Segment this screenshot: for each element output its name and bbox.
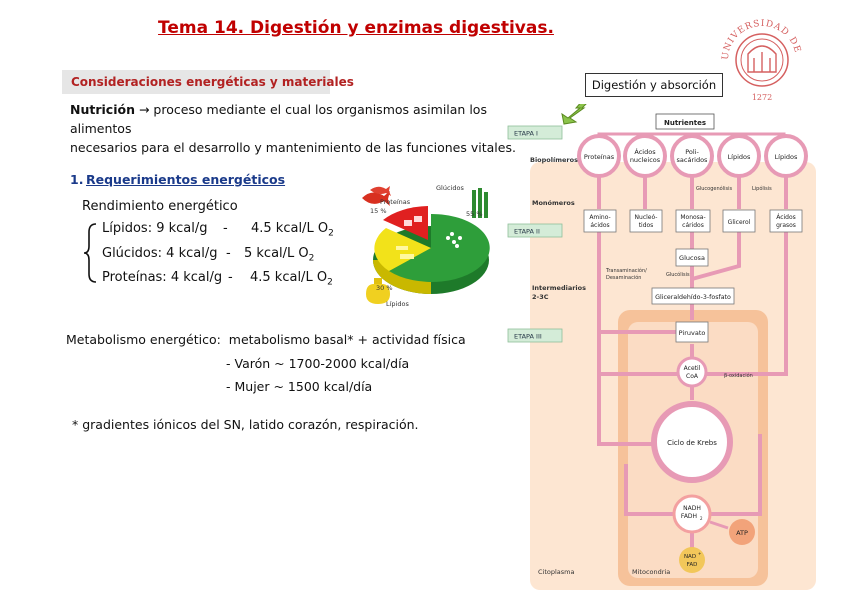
energy-row-sub: 2 xyxy=(327,278,333,288)
etapa-ii-tag: ETAPA II xyxy=(508,224,562,237)
circle-sacaridos: sacáridos xyxy=(677,156,709,164)
label-intermediarios: Intermediarios xyxy=(532,284,586,292)
box-caridos: cáridos xyxy=(682,222,704,229)
glucosa-label: Glucosa xyxy=(679,254,705,262)
box-glicerol: Glicerol xyxy=(728,219,751,226)
krebs-label: Ciclo de Krebs xyxy=(667,439,717,447)
circle-acidos: Ácidos xyxy=(634,147,656,156)
gliceraldehido-label: Gliceraldehído-3-fosfato xyxy=(655,293,731,301)
label-lipolisis: Lipólisis xyxy=(752,185,772,192)
circle-lipidos-2: Lípidos xyxy=(775,153,798,161)
nad-label: NAD xyxy=(684,554,696,560)
etapa-i-tag: ETAPA I xyxy=(508,126,562,139)
rendimiento-label: Rendimiento energético xyxy=(82,199,238,214)
nutrientes-label: Nutrientes xyxy=(664,119,706,127)
acetil-label: Acetil xyxy=(684,365,701,372)
circle-lipidos-1: Lípidos xyxy=(728,153,751,161)
energy-row-value: 5 kcal/L O xyxy=(244,246,309,261)
box-amino: Amino- xyxy=(589,214,610,221)
pie-label-glucidos: Glúcidos xyxy=(436,184,464,192)
label-biopolimeros: Biopolímeros xyxy=(530,156,578,164)
energy-row-proteinas: Proteínas: 4 kcal/g-4.5 kcal/L O2 xyxy=(102,270,333,288)
acetil-coa-node xyxy=(678,358,706,386)
label-desaminacion: Desaminación xyxy=(606,274,641,281)
nutrition-definition: Nutrición → proceso mediante el cual los… xyxy=(70,100,540,157)
piruvato-label: Piruvato xyxy=(679,329,706,337)
subsection-title: Requerimientos energéticos xyxy=(86,172,285,187)
arrow-glyph: → xyxy=(139,102,149,117)
seal-year: 1272 xyxy=(752,93,772,102)
energy-row-sub: 2 xyxy=(309,254,315,264)
pie-label-proteinas: Proteínas xyxy=(380,198,411,206)
etapa-iii-tag: ETAPA III xyxy=(508,329,562,342)
box-monosa: Monosa- xyxy=(680,214,705,221)
nad-sup: + xyxy=(698,551,701,556)
macronutrient-pie-illustration: Proteínas 15 % Glúcidos 55 % 30 % Lípido… xyxy=(356,178,496,318)
pie-pct-lipidos: 30 % xyxy=(376,284,393,292)
metabolic-pathway-diagram: ETAPA I ETAPA II ETAPA III Biopolímeros … xyxy=(506,104,818,592)
label-citoplasma: Citoplasma xyxy=(538,568,575,576)
callout-label: Digestión y absorción xyxy=(592,78,716,92)
fad-label: FAD xyxy=(687,562,698,568)
metabolismo-line: Metabolismo energético: metabolismo basa… xyxy=(66,332,466,347)
box-acidos-grasos-2: grasos xyxy=(776,222,796,229)
svg-text:ETAPA I: ETAPA I xyxy=(514,130,538,138)
energy-row-label: Proteínas: 4 kcal/g xyxy=(102,270,228,285)
box-nucleo: Nucleó- xyxy=(635,214,658,221)
footnote: * gradientes iónicos del SN, latido cora… xyxy=(72,417,419,432)
nadh-label: NADH xyxy=(683,505,701,512)
section-number: 1. xyxy=(70,172,83,187)
energy-row-label: Glúcidos: 4 kcal/g xyxy=(102,246,226,261)
atp-label: ATP xyxy=(736,529,748,537)
label-glucolisis: Glucólisis xyxy=(666,271,690,278)
label-intermediarios-2-3c: 2-3C xyxy=(532,293,549,301)
energy-row-dash: - xyxy=(223,221,251,236)
box-tidos: tidos xyxy=(639,222,654,229)
energy-row-glucidos: Glúcidos: 4 kcal/g-5 kcal/L O2 xyxy=(102,246,314,264)
label-mitocondria: Mitocondria xyxy=(632,568,670,576)
curly-brace-icon xyxy=(83,222,99,284)
seal-text: UNIVERSIDAD DE MURCIA xyxy=(716,14,803,60)
nutrition-text-line2: necesarios para el desarrollo y mantenim… xyxy=(70,140,516,155)
pie-label-lipidos: Lípidos xyxy=(386,300,409,308)
circle-nucleicos: nucleicos xyxy=(630,156,661,164)
energy-row-dash: - xyxy=(228,270,250,285)
section-heading: Consideraciones energéticas y materiales xyxy=(71,75,354,89)
energy-row-value: 4.5 kcal/L O xyxy=(251,221,328,236)
energy-row-value: 4.5 kcal/L O xyxy=(250,270,327,285)
pie-pct-proteinas: 15 % xyxy=(370,207,387,215)
callout-arrow-icon xyxy=(562,104,596,124)
callout-digestion: Digestión y absorción xyxy=(585,73,723,97)
university-seal-logo: UNIVERSIDAD DE MURCIA 1272 xyxy=(716,14,808,106)
circle-proteinas: Proteínas xyxy=(584,153,615,161)
box-acidos: ácidos xyxy=(590,222,609,229)
svg-text:ETAPA II: ETAPA II xyxy=(514,228,540,236)
energy-row-sub: 2 xyxy=(328,229,334,239)
circle-poli: Poli- xyxy=(685,148,699,156)
fadh-label: FADH xyxy=(681,513,697,520)
label-beta-oxidacion: β-oxidación xyxy=(724,372,753,379)
label-glucogenolisis: Glucogenólisis xyxy=(696,185,732,192)
label-transaminacion: Transaminación/ xyxy=(605,267,647,274)
nutrition-term: Nutrición xyxy=(70,102,135,117)
pie-pct-glucidos: 55 % xyxy=(466,210,483,218)
box-acidos-grasos-1: Ácidos xyxy=(776,214,796,221)
coa-label: CoA xyxy=(686,373,699,380)
energy-row-lipidos: Lípidos: 9 kcal/g-4.5 kcal/L O2 xyxy=(102,221,334,239)
label-monomeros: Monómeros xyxy=(532,199,575,207)
energy-row-label: Lípidos: 9 kcal/g xyxy=(102,221,223,236)
page-title: Tema 14. Digestión y enzimas digestivas. xyxy=(0,18,712,38)
energy-row-dash: - xyxy=(226,246,244,261)
svg-text:ETAPA III: ETAPA III xyxy=(514,333,542,341)
metabolismo-mujer: - Mujer ~ 1500 kcal/día xyxy=(226,379,372,394)
metabolismo-varon: - Varón ~ 1700-2000 kcal/día xyxy=(226,356,409,371)
